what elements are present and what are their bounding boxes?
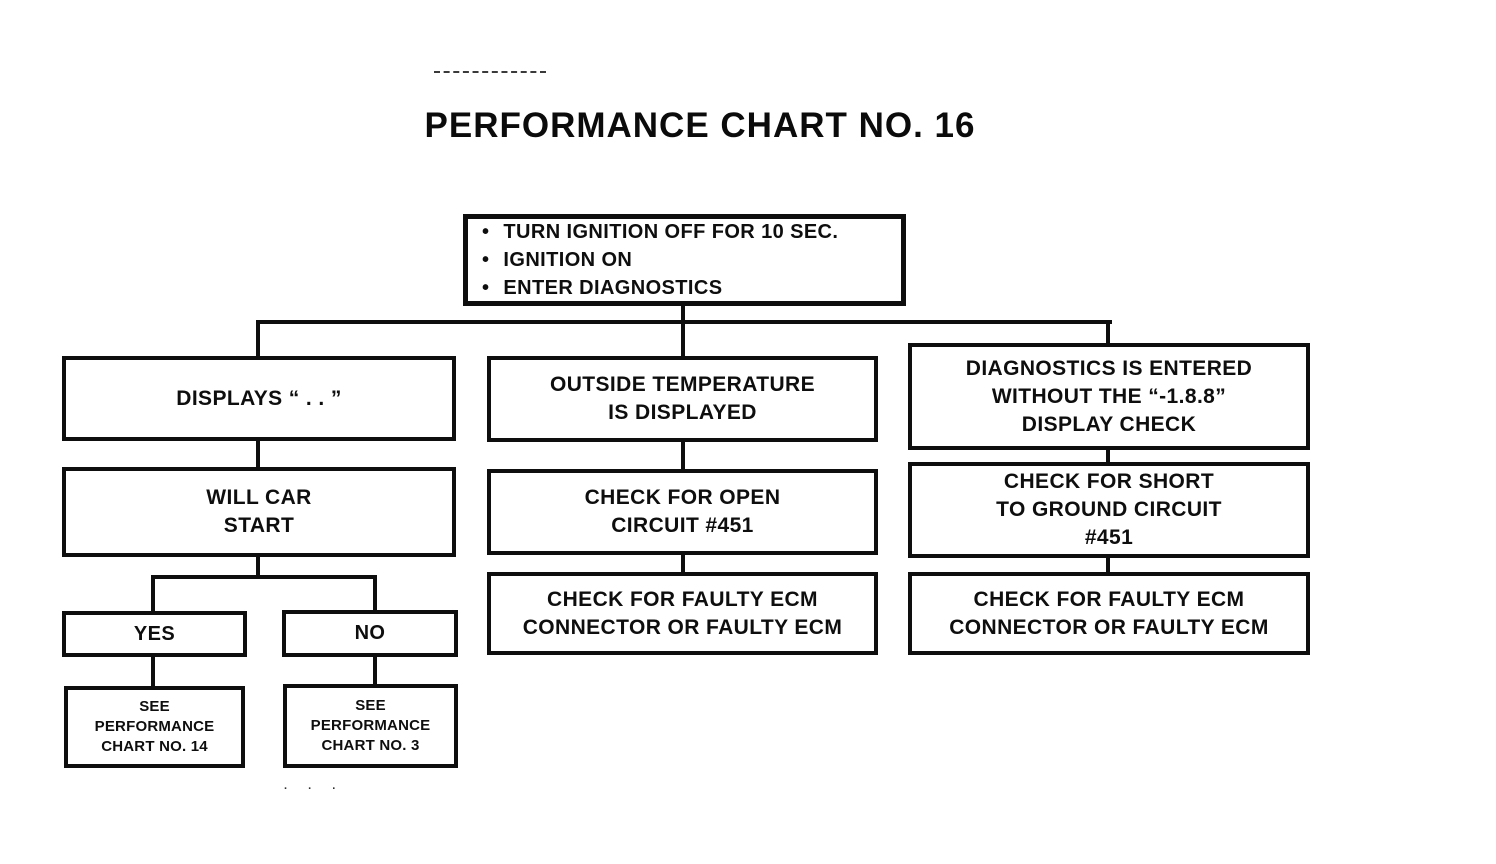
connector-outtemp-to-open451: [681, 442, 685, 469]
node-check-open-circuit: CHECK FOR OPEN CIRCUIT #451: [487, 469, 878, 555]
bullet-icon: •: [482, 221, 490, 243]
node-no: NO: [282, 610, 458, 657]
scan-artifact-dots: . . .: [284, 780, 345, 792]
scan-artifact-dashes: [434, 71, 546, 73]
page-title: PERFORMANCE CHART NO. 16: [424, 106, 976, 145]
connector-no-to-chart3: [373, 657, 377, 684]
connector-yesno-horizontal: [151, 575, 377, 579]
start-step-1: • TURN IGNITION OFF FOR 10 SEC.: [482, 218, 838, 246]
will-car-start-line2: START: [223, 514, 295, 537]
start-step-2-label: IGNITION ON: [503, 249, 633, 271]
connector-open451-to-faultyecm: [681, 555, 685, 572]
node-displays-dots-label: DISPLAYS “ . . ”: [176, 386, 342, 410]
see-chart-14-line1: SEE: [139, 698, 170, 715]
outside-temp-line1: OUTSIDE TEMPERATURE: [549, 373, 816, 396]
see-chart-3-line2: PERFORMANCE: [310, 717, 431, 734]
connector-middle-drop: [681, 320, 685, 356]
see-chart-3-line3: CHART NO. 3: [321, 737, 420, 754]
connector-left-drop: [256, 320, 260, 356]
diag-entered-line3: DISPLAY CHECK: [1021, 412, 1197, 436]
start-step-3-label: ENTER DIAGNOSTICS: [503, 277, 723, 299]
diag-entered-line2: WITHOUT THE “-1.8.8”: [991, 384, 1227, 408]
connector-yes-to-chart14: [151, 657, 155, 686]
connector-willstart-down: [256, 557, 260, 579]
node-faulty-ecm-right: CHECK FOR FAULTY ECM CONNECTOR OR FAULTY…: [908, 572, 1310, 655]
bullet-icon: •: [482, 249, 490, 271]
no-label: NO: [354, 622, 386, 644]
start-step-3: • ENTER DIAGNOSTICS: [482, 274, 722, 302]
start-step-1-label: TURN IGNITION OFF FOR 10 SEC.: [503, 221, 839, 243]
check-open-line1: CHECK FOR OPEN: [584, 486, 781, 509]
faulty-ecm-right-line1: CHECK FOR FAULTY ECM: [973, 587, 1245, 611]
check-open-line2: CIRCUIT #451: [611, 514, 754, 537]
yes-label: YES: [133, 622, 176, 645]
outside-temp-line2: IS DISPLAYED: [608, 401, 757, 424]
connector-short451-to-faultyecm: [1106, 558, 1110, 572]
connector-no-drop: [373, 575, 377, 610]
node-start-steps: • TURN IGNITION OFF FOR 10 SEC. • IGNITI…: [463, 214, 906, 306]
node-outside-temperature: OUTSIDE TEMPERATURE IS DISPLAYED: [487, 356, 878, 442]
connector-right-drop: [1106, 320, 1110, 343]
node-yes: YES: [62, 611, 247, 657]
connector-diag-to-short451: [1106, 450, 1110, 462]
faulty-ecm-mid-line2: CONNECTOR OR FAULTY ECM: [522, 615, 843, 639]
check-short-line3: #451: [1084, 526, 1134, 549]
check-short-line1: CHECK FOR SHORT: [1003, 470, 1215, 493]
node-diagnostics-entered: DIAGNOSTICS IS ENTERED WITHOUT THE “-1.8…: [908, 343, 1310, 450]
see-chart-3-line1: SEE: [355, 697, 386, 714]
node-displays-dots: DISPLAYS “ . . ”: [62, 356, 456, 441]
node-see-chart-3: SEE PERFORMANCE CHART NO. 3: [283, 684, 458, 768]
connector-start-down: [681, 306, 685, 324]
node-faulty-ecm-middle: CHECK FOR FAULTY ECM CONNECTOR OR FAULTY…: [487, 572, 878, 655]
will-car-start-line1: WILL CAR: [206, 486, 312, 509]
diag-entered-line1: DIAGNOSTICS IS ENTERED: [965, 356, 1253, 380]
node-see-chart-14: SEE PERFORMANCE CHART NO. 14: [64, 686, 245, 768]
node-will-car-start: WILL CAR START: [62, 467, 456, 557]
connector-displays-to-willstart: [256, 441, 260, 467]
node-check-short-ground: CHECK FOR SHORT TO GROUND CIRCUIT #451: [908, 462, 1310, 558]
check-short-line2: TO GROUND CIRCUIT: [996, 498, 1222, 521]
bullet-icon: •: [482, 277, 490, 299]
faulty-ecm-right-line2: CONNECTOR OR FAULTY ECM: [949, 615, 1269, 639]
see-chart-14-line3: CHART NO. 14: [101, 738, 208, 755]
start-step-2: • IGNITION ON: [482, 246, 632, 274]
connector-yes-drop: [151, 575, 155, 611]
faulty-ecm-mid-line1: CHECK FOR FAULTY ECM: [547, 587, 818, 611]
see-chart-14-line2: PERFORMANCE: [94, 718, 215, 735]
